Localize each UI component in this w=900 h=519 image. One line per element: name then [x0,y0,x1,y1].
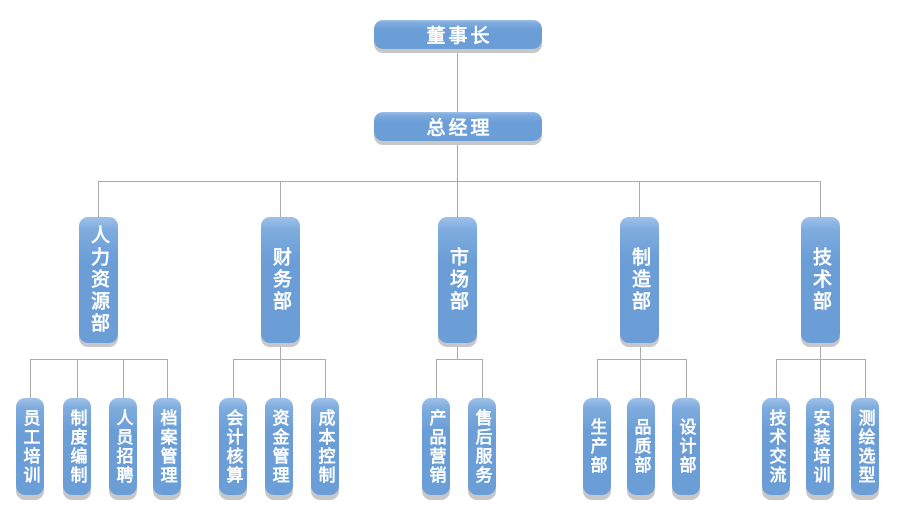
subnode-installation-training: 安装培训 [806,398,834,495]
dept-node-manufacturing: 制造部 [620,217,659,343]
subnode-label: 会计核算 [223,408,243,485]
subnode-label: 人员招聘 [113,408,133,485]
subnode-label: 生产部 [587,418,607,475]
node-chairman-label: 董事长 [426,26,493,47]
subnode-label: 员工培训 [20,408,40,485]
subnode-label: 测绘选型 [855,408,875,485]
subnode-accounting: 会计核算 [219,398,247,495]
dept-node-finance: 财务部 [261,217,300,343]
subnode-label: 安装培训 [810,408,830,485]
node-general-manager: 总经理 [374,112,542,141]
subnode-product-marketing: 产品营销 [422,398,450,495]
subnode-technical-exchange: 技术交流 [762,398,790,495]
subnode-production: 生产部 [583,398,611,495]
dept-label: 人力资源部 [88,225,109,335]
subnode-label: 设计部 [676,418,696,475]
subnode-system-establishment: 制度编制 [63,398,91,495]
subnode-fund-management: 资金管理 [265,398,293,495]
subnode-archive-management: 档案管理 [153,398,181,495]
subnode-cost-control: 成本控制 [311,398,339,495]
subnode-label: 技术交流 [766,408,786,485]
dept-label: 市场部 [447,247,468,313]
subnode-label: 成本控制 [315,408,335,485]
node-general-manager-label: 总经理 [426,118,493,139]
subnode-label: 品质部 [631,418,651,475]
subnode-design: 设计部 [672,398,700,495]
dept-node-hr: 人力资源部 [79,217,118,343]
subnode-label: 产品营销 [426,408,446,485]
dept-label: 财务部 [270,247,291,313]
subnode-employee-training: 员工培训 [16,398,44,495]
dept-node-market: 市场部 [438,217,477,343]
connector-group [30,53,866,398]
dept-label: 技术部 [810,247,831,313]
dept-label: 制造部 [629,247,650,313]
subnode-label: 售后服务 [472,408,492,485]
subnode-label: 资金管理 [269,408,289,485]
node-chairman: 董事长 [374,20,542,49]
subnode-after-sales-service: 售后服务 [468,398,496,495]
subnode-label: 档案管理 [157,408,177,485]
subnode-recruitment: 人员招聘 [109,398,137,495]
subnode-quality: 品质部 [627,398,655,495]
subnode-label: 制度编制 [67,408,87,485]
dept-node-technology: 技术部 [801,217,840,343]
subnode-surveying-selection: 测绘选型 [851,398,879,495]
